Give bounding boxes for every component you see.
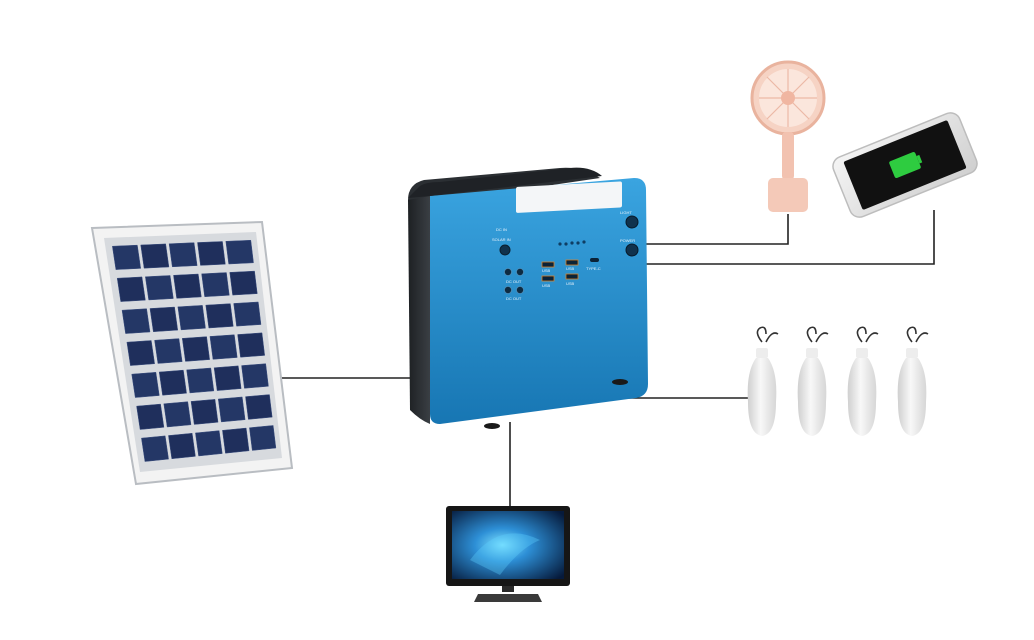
solar-cell (233, 301, 262, 327)
solar-cell (163, 401, 192, 428)
solar-cell (241, 363, 269, 389)
device-foot-left (484, 423, 500, 429)
solar-cell (201, 272, 230, 297)
solar-cell (213, 365, 242, 391)
dc-out-label-2: DC OUT (506, 296, 522, 301)
light-label: LIGHT (620, 210, 632, 215)
led-indicators (558, 240, 586, 246)
solar-cell (177, 305, 206, 331)
dc-out-label-1: DC OUT (506, 279, 522, 284)
solar-cell (131, 372, 160, 398)
solar-cell (141, 435, 169, 462)
solar-cell (173, 273, 202, 299)
type-c-port (590, 258, 599, 262)
solar-cell (209, 334, 238, 360)
solar-cell (229, 270, 258, 296)
solar-cell (181, 336, 210, 362)
power-label: POWER (620, 238, 635, 243)
solar-cell (149, 306, 179, 332)
solar-cell (112, 244, 142, 270)
tv-screen (452, 511, 564, 579)
light-bulbs (747, 326, 929, 436)
solar-cell (116, 276, 146, 302)
solar-cell (245, 394, 273, 420)
light-bulb-icon (797, 326, 829, 436)
power-station: DC IN SOLAR IN DC OUT DC OUT USB USB USB… (408, 167, 648, 429)
solar-panel-icon (90, 220, 294, 486)
usb-label-2: USB (542, 283, 551, 288)
fan-icon (750, 60, 826, 212)
light-bulb-icon (847, 326, 879, 436)
solar-cell (126, 340, 155, 366)
battery-icon (889, 152, 921, 178)
usb-label-3: USB (566, 266, 575, 271)
display-window (516, 181, 622, 213)
solar-cell (168, 432, 196, 460)
dc-in-label: DC IN (496, 227, 507, 232)
power-button (625, 243, 639, 257)
solar-cell (140, 243, 170, 269)
solar-cell (217, 396, 246, 423)
solar-cell (136, 403, 165, 430)
cable-device-to-fan (646, 214, 789, 245)
solar-in-label: SOLAR IN (492, 237, 511, 242)
type-c-label: TYPE-C (586, 266, 601, 271)
tv-monitor-icon (446, 506, 570, 602)
solar-cell (186, 367, 215, 394)
dc-in-port (499, 244, 511, 256)
solar-cell (205, 303, 234, 329)
light-bulb-icon (747, 326, 779, 436)
cable-device-to-phone (646, 210, 935, 265)
smartphone-icon (832, 112, 978, 218)
usb-label-1: USB (542, 268, 551, 273)
solar-cell (195, 430, 223, 457)
light-bulb-icon (897, 326, 929, 436)
solar-cell (168, 242, 198, 268)
solar-cell (158, 369, 187, 396)
solar-cells (112, 239, 277, 462)
solar-cell (154, 338, 183, 364)
dc-out-ports (504, 268, 524, 294)
solar-cell (237, 332, 265, 358)
solar-cell (190, 399, 219, 425)
solar-cell (145, 275, 174, 301)
light-button (625, 215, 639, 229)
solar-cell (121, 308, 151, 334)
usb-label-4: USB (566, 281, 575, 286)
solar-cell (225, 239, 254, 265)
solar-cell (249, 425, 277, 451)
usb-ports (541, 259, 579, 282)
solar-cell (222, 427, 250, 454)
solar-cell (197, 241, 226, 266)
device-foot-right (612, 379, 628, 385)
